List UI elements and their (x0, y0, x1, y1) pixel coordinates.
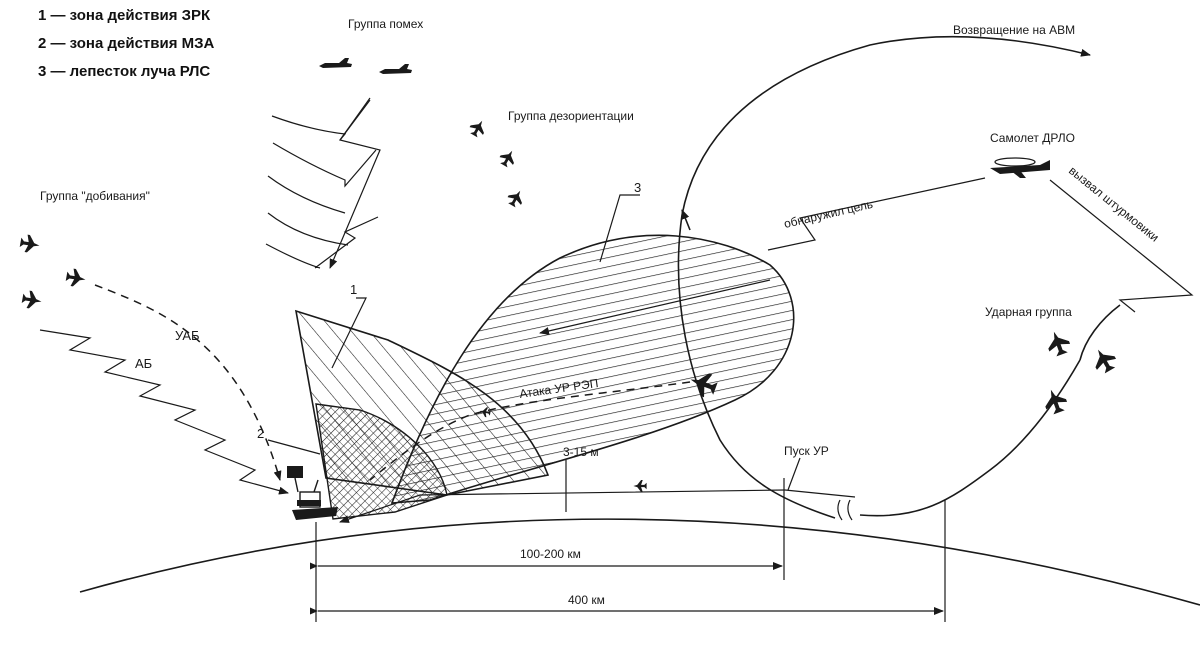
missile-icon (633, 479, 647, 493)
ab-trajectory (39, 329, 289, 495)
altitude-label: 3-15 м (563, 445, 599, 459)
return-label: Возвращение на АВМ (953, 23, 1075, 37)
launch-ur-leader (787, 457, 801, 491)
detected-target-label: обнаружил цель (783, 197, 875, 231)
ab-label: АБ (135, 356, 152, 371)
launch-ur-label: Пуск УР (784, 444, 829, 458)
finishing-group-label: Группа "добивания" (40, 189, 150, 203)
missile-path (339, 489, 786, 523)
legend-item-2: 2 — зона действия МЗА (38, 35, 215, 52)
disorientation-loop (677, 214, 836, 519)
legend-item-3: 3 — лепесток луча РЛС (38, 63, 210, 80)
break-mark (837, 499, 853, 521)
ship-icon (287, 466, 338, 520)
disorientation-aircraft-icon (467, 116, 489, 140)
awacs-label: Самолет ДРЛО (990, 131, 1075, 145)
uab-trajectory (94, 284, 282, 481)
attack-ur-rep-path (369, 381, 691, 481)
strike-group-path (859, 359, 1081, 517)
zone-1-number: 1 (350, 282, 357, 297)
disorientation-aircraft-icon (505, 186, 527, 210)
earth-surface (79, 518, 1200, 606)
strike-group-approach (1079, 304, 1121, 361)
awacs-data-arrow (539, 279, 771, 335)
disorientation-aircraft-icon (497, 146, 519, 170)
distance-400-label: 400 км (568, 593, 605, 607)
zone-2-leader (267, 439, 321, 455)
distance-100-200-label: 100-200 км (520, 547, 581, 561)
finishing-aircraft-icon (21, 289, 43, 311)
jamming-aircraft-icon (319, 58, 352, 68)
finishing-aircraft-icon (19, 233, 41, 255)
strike-aircraft-icon (1088, 344, 1120, 376)
jamming-arrow (329, 99, 381, 269)
strike-aircraft-icon (1043, 327, 1073, 359)
jamming-group-label: Группа помех (348, 17, 423, 31)
strike-group-label: Ударная группа (985, 305, 1072, 319)
jamming-aircraft-icon (379, 64, 412, 74)
called-strike-link (1049, 179, 1194, 313)
disorientation-group-label: Группа дезориентации (508, 109, 634, 123)
detected-target-link (767, 177, 986, 251)
legend-item-1: 1 — зона действия ЗРК (38, 7, 211, 24)
strike-aircraft-icon (1040, 385, 1070, 417)
return-path (681, 35, 1091, 216)
awacs-aircraft-icon (990, 157, 1050, 178)
finishing-aircraft-icon (65, 267, 87, 289)
ground-break-line (784, 489, 856, 498)
zone-3-number: 3 (634, 180, 641, 195)
uab-label: УАБ (175, 328, 200, 343)
zone-1-leader (331, 297, 367, 369)
jamming-waves (265, 97, 379, 269)
zone-2-number: 2 (257, 426, 264, 441)
disorientation-up-arrow (681, 209, 691, 231)
zone-3-leader (599, 194, 640, 263)
